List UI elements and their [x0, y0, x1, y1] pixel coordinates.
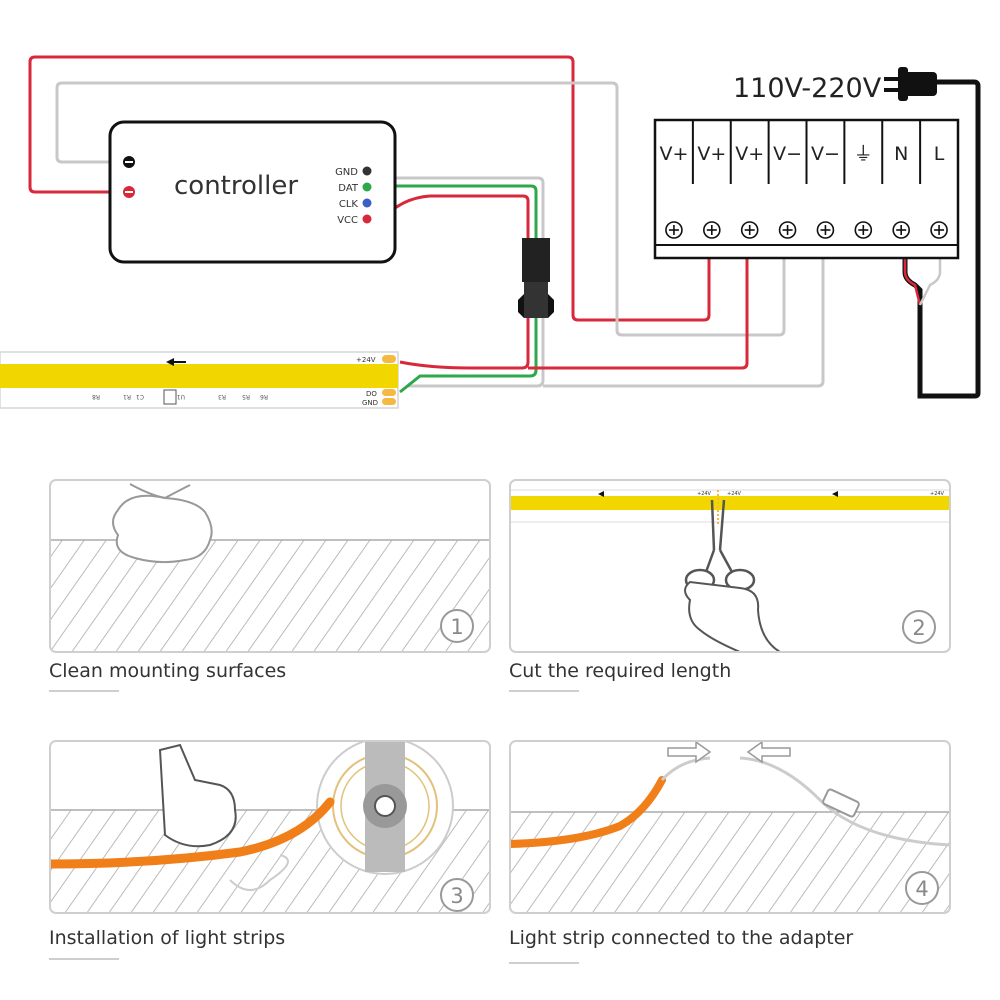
strip-label-ground: GND	[362, 399, 378, 407]
adapter-box	[822, 788, 860, 818]
step-4-panel: 4	[509, 740, 951, 914]
psu-terminal-label-5: ⏚	[854, 143, 873, 165]
step-4-badge	[905, 871, 939, 905]
step-1-caption: Clean mounting surfaces	[49, 660, 287, 682]
pad-data	[382, 389, 396, 396]
pad-power	[382, 355, 396, 363]
strip-component-r8: R8	[92, 393, 100, 400]
psu-screw-icon-1	[703, 221, 721, 239]
controller-box: controller GND DAT CLK VCC	[108, 120, 397, 264]
step-3-caption: Installation of light strips	[49, 927, 286, 949]
connected-strip	[510, 776, 666, 848]
step-2-strip-label-a: +24V	[697, 491, 712, 497]
controller-label: controller	[174, 171, 298, 201]
step-2-badge	[902, 610, 936, 644]
strip-direction-arrow-icon	[166, 358, 186, 366]
step-2-panel: +24V +24V +24V 2	[509, 479, 951, 653]
psu-screw-icon-0	[665, 221, 683, 239]
psu-terminal-label-0: V+	[659, 143, 688, 165]
psu-terminal-label-3: V−	[773, 143, 802, 165]
pointing-hand-icon	[158, 743, 237, 848]
strip-label-power: +24V	[356, 356, 376, 364]
wire-controller-green	[395, 184, 538, 394]
mains-plug-icon	[884, 67, 937, 101]
step-2-caption: Cut the required length	[509, 660, 732, 682]
step-3-underline	[49, 958, 119, 960]
psu-terminal-label-4: V−	[811, 143, 840, 165]
cleaning-cloth-icon	[112, 494, 213, 564]
wire-mains	[902, 79, 981, 399]
step-1-panel: 1	[49, 479, 491, 653]
strip-reel-icon	[316, 741, 454, 875]
controller-pin-gnd: GND	[335, 167, 358, 178]
arrow-left-icon	[746, 741, 791, 764]
wire-controller-red	[378, 194, 749, 370]
psu-screw-icon-5	[854, 221, 873, 239]
strip-component-r1: R1	[123, 393, 131, 400]
step-panels: 1 +24V +24V +24V 2	[49, 479, 951, 914]
step-3-number: 3	[450, 884, 463, 908]
voltage-label: 110V-220V	[733, 73, 882, 104]
strip-component-c1: C1	[136, 393, 144, 400]
power-supply-box: V+ V+ V+ V− V− ⏚ N L	[653, 118, 960, 260]
hand-icon	[684, 580, 784, 652]
strip-label-data: DO	[366, 390, 377, 398]
step-2-strip-label-c: +24V	[930, 491, 945, 497]
arrow-right-icon	[667, 741, 712, 764]
step-4-caption: Light strip connected to the adapter	[509, 927, 854, 949]
strip-component-r5: R5	[242, 393, 250, 400]
step-1-number: 1	[450, 615, 463, 639]
wire-red-left-loop	[28, 55, 711, 322]
led-strip: +24V DO GND R8 C1 R1 U1 R3 R5 R6	[0, 351, 399, 409]
step-2-number: 2	[912, 616, 925, 640]
step-2-underline	[509, 690, 579, 692]
controller-pin-vcc: VCC	[337, 215, 358, 226]
step-4-number: 4	[915, 877, 928, 901]
installed-strip	[50, 797, 335, 869]
psu-screw-icon-2	[740, 221, 759, 239]
step-2-strip-label-b: +24V	[727, 491, 742, 497]
psu-terminal-label-2: V+	[735, 143, 764, 165]
wire-grey-top-loop	[55, 81, 786, 337]
strip-component-u1: U1	[177, 393, 185, 400]
controller-pin-dot-gnd	[362, 166, 372, 176]
wire-connector	[518, 238, 554, 318]
strip-chip-icon	[163, 389, 177, 405]
psu-screw-icon-7	[930, 221, 948, 239]
step-4-underline	[509, 962, 579, 964]
step-3-panel: 3	[49, 740, 491, 914]
strip-component-r6: R6	[260, 393, 268, 400]
controller-pin-dot-clk	[362, 198, 372, 208]
step-1-badge	[440, 609, 474, 643]
controller-pin-dot-vcc	[362, 214, 372, 224]
psu-screw-icon-3	[778, 221, 797, 239]
psu-terminal-label-7: L	[934, 143, 945, 165]
controller-pin-dot-dat	[362, 182, 372, 192]
step-1-underline	[49, 690, 119, 692]
pad-ground	[382, 398, 396, 405]
strip-component-r3: R3	[218, 393, 226, 400]
psu-terminal-label-1: V+	[697, 143, 726, 165]
controller-pin-clk: CLK	[339, 199, 359, 210]
step-3-badge	[440, 878, 474, 912]
psu-screw-icon-4	[816, 221, 835, 239]
psu-screw-icon-6	[892, 221, 910, 239]
psu-terminal-label-6: N	[894, 143, 908, 165]
controller-pin-dat: DAT	[338, 183, 359, 194]
